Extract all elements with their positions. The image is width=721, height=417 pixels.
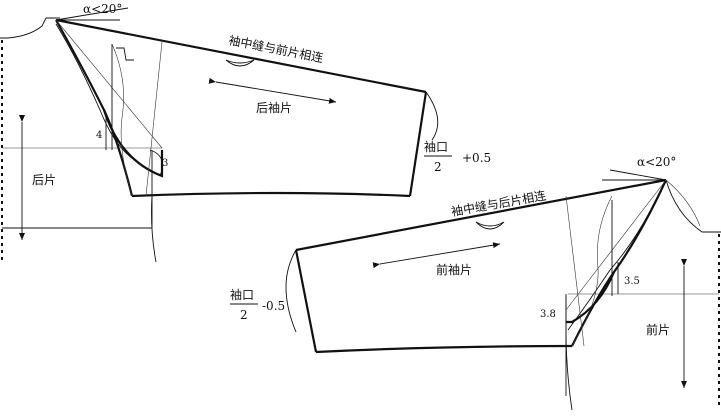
back-measure-4: 4 bbox=[96, 130, 102, 141]
front-seam-notch bbox=[475, 221, 505, 230]
front-cuff-arc bbox=[285, 249, 297, 333]
front-sleeve-grain-arrow bbox=[372, 242, 501, 269]
front-angle-ref-diagonal bbox=[609, 169, 667, 181]
back-sleeve-underarm-curve bbox=[102, 109, 164, 178]
front-cuff-label-top: 袖口 bbox=[230, 287, 254, 302]
front-sleeve-top-seam bbox=[295, 178, 667, 252]
back-sleeve-cuff-edge bbox=[408, 91, 428, 197]
front-bodice-label: 前片 bbox=[646, 322, 670, 337]
back-cuff-label-bottom: 2 bbox=[434, 160, 442, 174]
back-construction-inner-line bbox=[145, 41, 163, 197]
front-seam-label: 袖中缝与后片相连 bbox=[450, 188, 547, 219]
front-bodice-outline bbox=[665, 179, 721, 233]
front-measure-3-5: 3.5 bbox=[624, 276, 640, 287]
back-cuff-label-top: 袖口 bbox=[424, 139, 448, 154]
back-cuff-arc bbox=[425, 91, 439, 141]
back-construction-diagonal bbox=[55, 19, 163, 149]
front-construction-cap-guide bbox=[571, 195, 613, 347]
front-bodice-lower-seam bbox=[565, 329, 573, 411]
front-sleeve-cap-curve bbox=[571, 179, 667, 347]
front-sleeve-group: α<20° 袖中缝与后片相连 前袖片 袖口 2 -0.5 3.5 3.8 前片 bbox=[230, 155, 721, 411]
front-sleeve-panel-label: 前袖片 bbox=[436, 262, 472, 277]
back-sleeve-underarm-seam bbox=[131, 191, 411, 198]
back-seam-notch bbox=[225, 59, 255, 67]
back-sleeve-grain-arrow bbox=[208, 77, 337, 104]
front-cuff-adjust: -0.5 bbox=[262, 299, 285, 313]
back-measure-3-arc bbox=[149, 149, 163, 177]
front-construction-diagonal bbox=[565, 179, 667, 311]
front-angle-label: α<20° bbox=[637, 155, 676, 169]
front-bodice-armhole bbox=[567, 179, 667, 331]
front-sleeve-underarm-curve bbox=[566, 271, 616, 324]
back-bodice-side-seam bbox=[46, 17, 139, 163]
back-measure-3: 3 bbox=[162, 158, 168, 169]
back-angle-label: α<20° bbox=[83, 2, 122, 16]
front-sleeve-cuff-edge bbox=[294, 249, 318, 353]
back-bodice-outline bbox=[0, 17, 47, 39]
front-sleeve-underarm-seam bbox=[315, 344, 573, 354]
back-sleeve-panel-label: 后袖片 bbox=[256, 100, 292, 115]
back-sleeve-group: α<20° 袖中缝与前片相连 后袖片 袖口 2 +0.5 4 3 后片 bbox=[0, 2, 491, 263]
front-cuff-label-bottom: 2 bbox=[240, 308, 248, 322]
back-angle-ref-diagonal bbox=[55, 7, 129, 21]
front-construction-inner-line bbox=[565, 195, 585, 347]
back-sleeve-top-seam bbox=[55, 18, 427, 94]
back-right-angle-mark bbox=[116, 47, 134, 61]
back-seam-label: 袖中缝与前片相连 bbox=[227, 32, 324, 65]
back-cuff-adjust: +0.5 bbox=[462, 151, 491, 165]
back-sleeve-cap-curve bbox=[55, 19, 134, 197]
back-bodice-lower-seam bbox=[151, 195, 157, 263]
front-measure-3-8: 3.8 bbox=[540, 309, 556, 320]
back-bodice-label: 后片 bbox=[32, 173, 56, 187]
back-construction-cap-guide bbox=[111, 43, 133, 197]
front-construction-sleeve-guide bbox=[665, 179, 701, 227]
